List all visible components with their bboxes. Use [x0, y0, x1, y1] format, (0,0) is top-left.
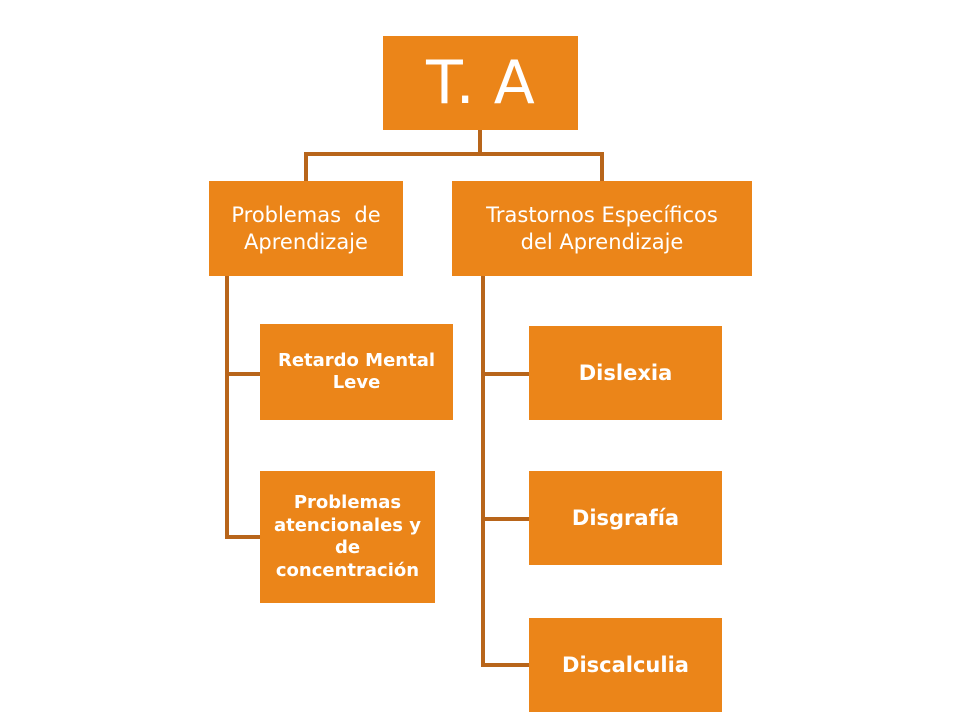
- right-connector-dislexia-line: [481, 372, 529, 376]
- right-connector-disgrafia-line: [481, 517, 529, 521]
- leaf-node-label: Disgrafía: [571, 505, 680, 530]
- leaf-node-retardo-mental-leve: Retardo Mental Leve: [260, 324, 453, 420]
- right-branch-drop-line: [600, 152, 604, 181]
- root-node-label: T. A: [426, 48, 535, 118]
- root-crossbar-line: [304, 152, 604, 156]
- leaf-node-problemas-atencionales: Problemas atencionales y de concentració…: [260, 471, 435, 603]
- branch-node-problemas-aprendizaje: Problemas de Aprendizaje: [209, 181, 403, 276]
- branch-node-label: Trastornos Específicos del Aprendizaje: [486, 203, 718, 254]
- leaf-node-label: Discalculia: [562, 652, 689, 677]
- left-connector-atencion-line: [225, 535, 260, 539]
- leaf-node-label: Dislexia: [578, 360, 673, 385]
- right-branch-spine-line: [481, 276, 485, 666]
- root-stem-line: [478, 130, 482, 154]
- left-connector-retardo-line: [225, 372, 260, 376]
- leaf-node-disgrafia: Disgrafía: [529, 471, 722, 565]
- leaf-node-discalculia: Discalculia: [529, 618, 722, 712]
- leaf-node-dislexia: Dislexia: [529, 326, 722, 420]
- left-branch-drop-line: [304, 152, 308, 181]
- leaf-node-label: Problemas atencionales y de concentració…: [273, 492, 422, 581]
- left-branch-spine-line: [225, 276, 229, 538]
- branch-node-trastornos-especificos: Trastornos Específicos del Aprendizaje: [452, 181, 752, 276]
- branch-node-label: Problemas de Aprendizaje: [231, 203, 388, 254]
- leaf-node-label: Retardo Mental Leve: [277, 349, 436, 394]
- root-node: T. A: [383, 36, 578, 130]
- right-connector-discalculia-line: [481, 663, 529, 667]
